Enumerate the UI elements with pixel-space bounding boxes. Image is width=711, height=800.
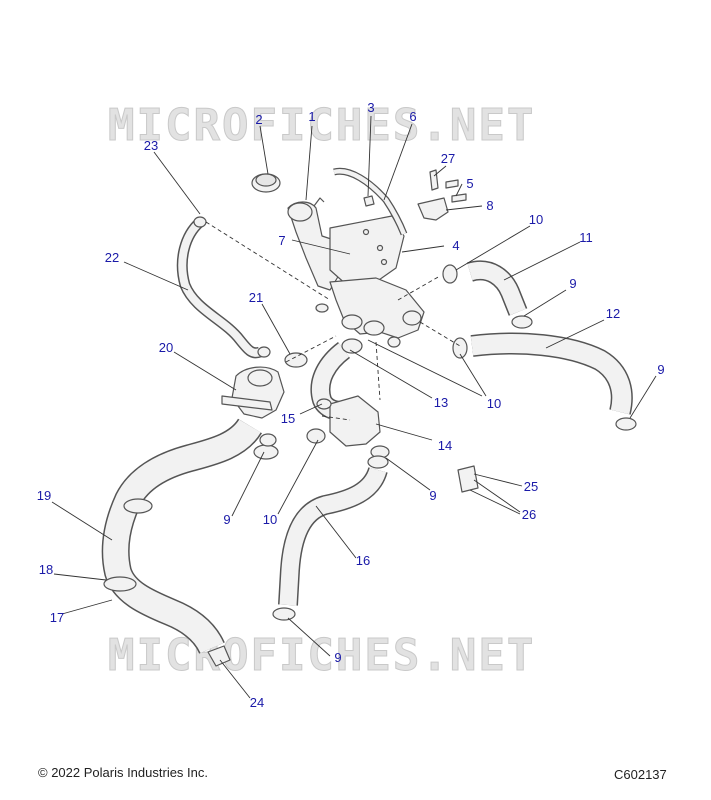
copyright-text: © 2022 Polaris Industries Inc.	[38, 765, 208, 780]
callout-9-left: 9	[223, 512, 231, 527]
callout-24: 24	[249, 695, 265, 710]
clamp-25	[457, 465, 479, 493]
fitting-24	[207, 645, 231, 667]
callout-10-top: 10	[528, 212, 544, 227]
callout-2: 2	[255, 112, 263, 127]
diagram-code: C602137	[614, 767, 667, 782]
callout-23: 23	[143, 138, 159, 153]
callout-8: 8	[486, 198, 494, 213]
clip-6	[363, 195, 375, 207]
callout-9-bottom: 9	[334, 650, 342, 665]
fitting-23	[193, 216, 207, 228]
callout-16: 16	[355, 553, 371, 568]
callout-15: 15	[280, 411, 296, 426]
callout-22: 22	[104, 250, 120, 265]
callout-14: 14	[437, 438, 453, 453]
watermark-bottom: MICROFICHES.NET	[107, 630, 536, 682]
callout-4: 4	[452, 238, 460, 253]
bracket-8	[417, 197, 449, 221]
callout-27: 27	[440, 151, 456, 166]
callout-17: 17	[49, 610, 65, 625]
hose-22	[176, 217, 262, 359]
sensor-5	[451, 193, 467, 203]
callout-9-right-upper: 9	[569, 276, 577, 291]
callout-7: 7	[278, 233, 286, 248]
callout-18: 18	[38, 562, 54, 577]
callout-21: 21	[248, 290, 264, 305]
callout-10-mid: 10	[486, 396, 502, 411]
outlet-14	[329, 395, 381, 447]
callout-5: 5	[466, 176, 474, 191]
sensor-27	[429, 169, 439, 191]
callout-9-far-right: 9	[657, 362, 665, 377]
callout-12: 12	[605, 306, 621, 321]
bracket-4	[329, 215, 405, 287]
watermark-top: MICROFICHES.NET	[107, 100, 536, 152]
clamp-18	[103, 576, 137, 592]
callout-9-center: 9	[429, 488, 437, 503]
callout-13: 13	[433, 395, 449, 410]
callout-25: 25	[523, 479, 539, 494]
callout-10-low: 10	[262, 512, 278, 527]
callout-6: 6	[409, 109, 417, 124]
callout-1: 1	[308, 109, 316, 124]
callout-26: 26	[521, 507, 537, 522]
callout-3: 3	[367, 100, 375, 115]
callout-11: 11	[579, 230, 593, 245]
callout-19: 19	[36, 488, 52, 503]
callout-20: 20	[158, 340, 174, 355]
